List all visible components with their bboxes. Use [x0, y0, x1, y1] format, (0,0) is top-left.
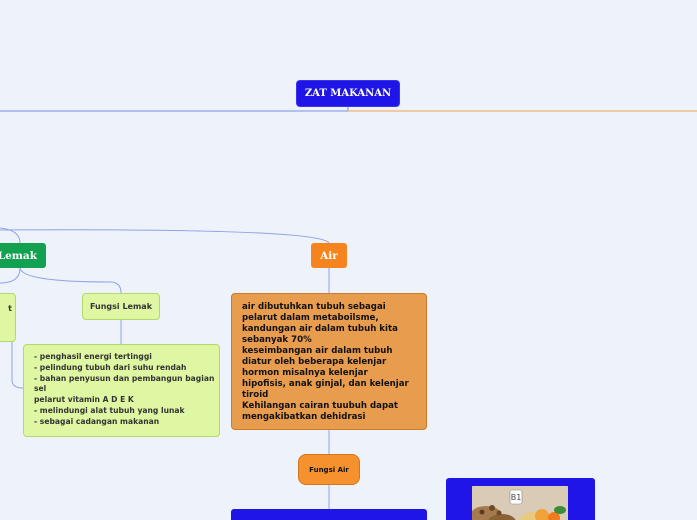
- note-line: kandungan air dalam tubuh kita: [242, 324, 398, 334]
- note-line: - sebagai cadangan makanan: [34, 416, 160, 426]
- lemak-branch-connector: [0, 227, 21, 244]
- food-photo: B1: [472, 486, 568, 520]
- image-topic-card[interactable]: B1: [446, 478, 595, 520]
- lemak-to-fungsi-lemak: [19, 267, 122, 294]
- note-line: pelarut dalam metaboilsme,: [242, 313, 379, 323]
- b1-badge-text: B1: [511, 493, 522, 502]
- note-line: Kehilangan cairan tuubuh dapat: [242, 401, 399, 411]
- subtopic-fungsi-air-label: Fungsi Air: [309, 465, 349, 474]
- air-description-note[interactable]: air dibutuhkan tubuh sebagai pelarut dal…: [231, 293, 427, 430]
- air-branch-connector: [0, 229, 330, 244]
- left-cut-to-list: [11, 342, 24, 389]
- note-line: tiroid: [242, 390, 269, 400]
- subtopic-fungsi-air[interactable]: Fungsi Air: [298, 454, 360, 485]
- note-line: - pelindung tubuh dari suhu rendah: [34, 362, 187, 372]
- note-line: diatur oleh beberapa kelenjar: [242, 357, 387, 367]
- note-line: hipofisis, anak ginjal, dan kelenjar: [242, 379, 409, 389]
- note-line: hormon misalnya kelenjar: [242, 368, 368, 378]
- topic-lemak-label: Lemak: [0, 249, 37, 262]
- subtopic-fungsi-lemak-label: Fungsi Lemak: [89, 302, 153, 311]
- note-line: - bahan penyusun dan pembangun bagian: [34, 373, 215, 383]
- note-line: air dibutuhkan tubuh sebagai: [242, 302, 386, 312]
- subtopic-bottom-partial[interactable]: [231, 509, 427, 520]
- note-line: pelarut vitamin A D E K: [34, 395, 134, 405]
- vitamin-b1-food-image: B1: [472, 486, 568, 520]
- fungsi-lemak-note[interactable]: - penghasil energi tertinggi - pelindung…: [23, 344, 220, 437]
- central-topic-label: ZAT MAKANAN: [304, 88, 392, 99]
- topic-lemak[interactable]: Lemak: [0, 243, 46, 268]
- subtopic-partial-left[interactable]: t: [0, 293, 16, 342]
- central-left-connector: [0, 106, 349, 112]
- note-line: keseimbangan air dalam tubuh: [242, 346, 393, 356]
- subtopic-partial-left-label: t: [8, 304, 12, 313]
- topic-air-label: Air: [320, 249, 338, 262]
- lemak-to-left-cut: [0, 267, 21, 284]
- note-line: - melindungi alat tubuh yang lunak: [34, 405, 185, 415]
- topic-air[interactable]: Air: [311, 243, 347, 268]
- note-line: sebanyak 70%: [242, 335, 312, 345]
- note-line: sel: [34, 384, 47, 394]
- central-topic-zat-makanan[interactable]: ZAT MAKANAN: [297, 81, 399, 106]
- note-line: mengakibatkan dehidrasi: [242, 412, 366, 422]
- note-line: - penghasil energi tertinggi: [34, 352, 152, 361]
- subtopic-fungsi-lemak[interactable]: Fungsi Lemak: [82, 293, 160, 320]
